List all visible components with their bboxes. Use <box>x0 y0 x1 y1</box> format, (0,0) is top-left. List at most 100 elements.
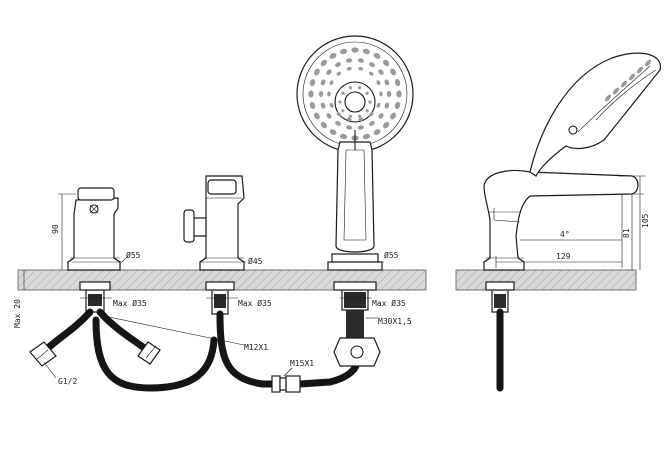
nozzle-dot <box>357 58 364 63</box>
label-height-105: 105 <box>641 213 650 228</box>
nozzle-dot <box>390 112 396 120</box>
nozzle-dot <box>376 102 381 108</box>
nozzle-dot <box>368 100 372 104</box>
label-length-129: 129 <box>556 252 571 261</box>
nozzle-dot <box>320 102 326 109</box>
nozzle-dot <box>613 87 619 95</box>
nozzle-dot <box>384 79 390 86</box>
side-shower-nozzles <box>605 59 651 102</box>
nozzle-dot <box>341 109 345 113</box>
nozzle-dot <box>341 91 345 95</box>
label-dia-45: Ø45 <box>248 256 263 266</box>
nozzle-dot <box>645 59 651 67</box>
nozzle-dot <box>329 53 337 59</box>
label-max35-center: Max Ø35 <box>238 298 272 308</box>
nozzle-dot <box>318 90 324 98</box>
label-max-20: Max 20 <box>13 299 22 328</box>
nozzle-dot <box>605 94 611 102</box>
nozzle-dot <box>382 59 390 67</box>
nozzle-dot <box>346 66 352 71</box>
dimension-lines <box>23 175 646 379</box>
left-valve <box>67 187 121 313</box>
nozzle-dot <box>373 129 381 135</box>
nozzle-dot <box>338 100 342 104</box>
hand-shower <box>296 35 414 340</box>
nozzle-dot <box>376 80 381 86</box>
nozzle-dot <box>314 68 320 76</box>
nozzle-dot <box>329 129 337 135</box>
nozzle-dot <box>358 117 364 122</box>
label-dia-55-right: Ø55 <box>384 250 399 260</box>
nozzle-dot <box>378 69 384 75</box>
label-max35-left: Max Ø35 <box>113 298 147 308</box>
hose-fittings <box>29 337 381 393</box>
nozzle-dot <box>348 86 352 90</box>
shower-nozzles <box>308 47 402 141</box>
nozzle-dot <box>362 133 370 140</box>
nozzle-dot <box>378 113 384 119</box>
nozzle-dot <box>394 79 401 87</box>
dimension-labels: Ø55 Ø45 Ø55 Max Ø35 Max Ø35 Max Ø35 90 M… <box>13 213 650 386</box>
nozzle-dot <box>327 91 331 97</box>
nozzle-dot <box>368 112 374 117</box>
nozzle-dot <box>637 66 643 74</box>
nozzle-dot <box>365 91 369 95</box>
label-m15x1: M15X1 <box>290 359 314 368</box>
nozzle-dot <box>384 102 390 109</box>
nozzle-dot <box>320 79 326 86</box>
nozzle-dot <box>346 58 353 63</box>
nozzle-dot <box>309 101 316 109</box>
nozzle-dot <box>351 47 359 53</box>
nozzle-dot <box>362 48 370 55</box>
countertop-side <box>455 269 637 291</box>
nozzle-dot <box>320 121 328 129</box>
nozzle-dot <box>373 53 381 59</box>
nozzle-dot <box>394 101 401 109</box>
nozzle-dot <box>308 90 314 98</box>
nozzle-dot <box>309 79 316 87</box>
side-view-spout <box>483 52 661 392</box>
nozzle-dot <box>621 80 627 88</box>
nozzle-dot <box>326 69 332 75</box>
nozzle-dot <box>346 125 353 130</box>
label-max35-right: Max Ø35 <box>372 298 406 308</box>
nozzle-dot <box>340 48 348 55</box>
nozzle-dot <box>369 62 375 68</box>
diverter-valve <box>183 175 245 315</box>
label-m30x15: M30X1,5 <box>378 317 412 326</box>
nozzle-dot <box>386 90 392 98</box>
nozzle-dot <box>357 125 364 130</box>
nozzle-dot <box>326 113 332 119</box>
nozzle-dot <box>358 114 362 118</box>
nozzle-dot <box>336 112 342 117</box>
nozzle-dot <box>368 71 374 76</box>
nozzle-dot <box>329 102 334 108</box>
nozzle-dot <box>336 71 342 76</box>
label-g12: G1/2 <box>58 377 77 386</box>
nozzle-dot <box>348 114 352 118</box>
nozzle-dot <box>396 90 402 98</box>
label-m12x1: M12X1 <box>244 343 268 352</box>
countertop-main <box>17 269 427 291</box>
nozzle-dot <box>335 62 341 68</box>
label-height-90: 90 <box>51 224 60 234</box>
nozzle-dot <box>340 133 348 140</box>
supply-hoses <box>36 308 364 392</box>
label-angle-4: 4° <box>560 230 570 239</box>
nozzle-dot <box>335 120 341 126</box>
label-dia-55-left: Ø55 <box>126 250 141 260</box>
nozzle-dot <box>320 59 328 67</box>
nozzle-dot <box>382 121 390 129</box>
nozzle-dot <box>358 86 362 90</box>
nozzle-dot <box>369 120 375 126</box>
nozzle-dot <box>329 80 334 86</box>
nozzle-dot <box>346 117 352 122</box>
nozzle-dot <box>390 68 396 76</box>
label-height-81: 81 <box>622 228 631 238</box>
nozzle-dot <box>365 109 369 113</box>
nozzle-dot <box>379 91 383 97</box>
nozzle-dot <box>314 112 320 120</box>
nozzle-dot <box>629 73 635 81</box>
